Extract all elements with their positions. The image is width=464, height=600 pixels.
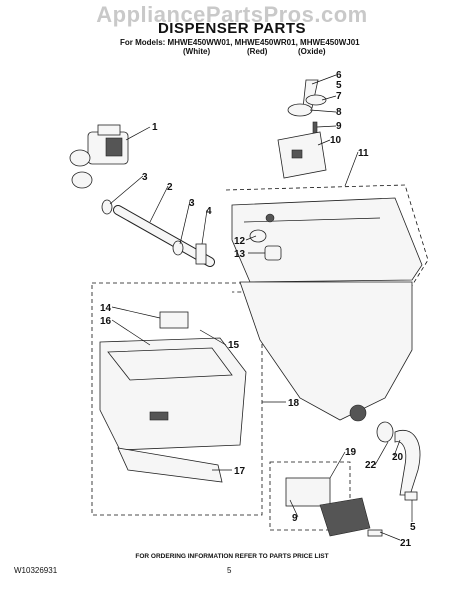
variant-white: (White) bbox=[183, 47, 211, 56]
leader-14 bbox=[111, 306, 161, 319]
variant-red: (Red) bbox=[247, 47, 268, 56]
leader-20 bbox=[393, 439, 401, 457]
leader-3b bbox=[179, 200, 191, 245]
callout-21: 21 bbox=[400, 538, 412, 549]
part-22 bbox=[376, 421, 394, 443]
callout-16: 16 bbox=[100, 316, 112, 327]
leader-11 bbox=[344, 151, 359, 187]
part-5-lower bbox=[404, 491, 418, 501]
callout-9-bottom: 9 bbox=[292, 513, 298, 524]
lever-assembly-parts bbox=[287, 79, 327, 137]
dispenser-top-cover bbox=[231, 197, 423, 283]
callout-14: 14 bbox=[100, 303, 112, 314]
drawer-front-part bbox=[117, 447, 223, 483]
callout-5-top: 5 bbox=[336, 80, 342, 91]
callout-1: 1 bbox=[152, 122, 158, 133]
hose-part bbox=[113, 205, 215, 267]
page-number: 5 bbox=[227, 566, 232, 575]
callout-19: 19 bbox=[345, 447, 357, 458]
page-title: DISPENSER PARTS bbox=[157, 20, 307, 37]
callout-3a: 3 bbox=[142, 172, 148, 183]
models-line: For Models: MHWE450WW01, MHWE450WR01, MH… bbox=[120, 38, 360, 47]
callout-12: 12 bbox=[234, 236, 246, 247]
leader-15 bbox=[199, 329, 227, 346]
callout-13: 13 bbox=[234, 249, 246, 260]
leader-3a bbox=[109, 175, 144, 205]
leader-9b bbox=[289, 499, 299, 518]
callout-2: 2 bbox=[167, 182, 173, 193]
leader-22 bbox=[374, 441, 389, 466]
part-12 bbox=[249, 229, 267, 243]
leader-16 bbox=[111, 319, 151, 346]
lower-parts-group bbox=[285, 477, 383, 537]
water-valve-part bbox=[69, 124, 129, 189]
leader-12 bbox=[245, 235, 257, 241]
leader-10 bbox=[317, 139, 331, 146]
actuator-part bbox=[277, 131, 327, 179]
callout-11: 11 bbox=[358, 148, 369, 159]
document-number: W10326931 bbox=[14, 566, 58, 575]
part-4 bbox=[195, 243, 207, 265]
watermark: AppliancePartsPros.com bbox=[96, 2, 368, 27]
callout-10: 10 bbox=[330, 135, 342, 146]
callout-18: 18 bbox=[288, 398, 300, 409]
callout-9-top: 9 bbox=[336, 121, 342, 132]
clamp-part-3a bbox=[101, 199, 113, 215]
callout-17: 17 bbox=[234, 466, 246, 477]
part-13 bbox=[264, 245, 282, 261]
leader-9 bbox=[316, 125, 337, 128]
dispenser-housing bbox=[239, 281, 413, 422]
leader-2 bbox=[149, 185, 169, 223]
callout-22: 22 bbox=[365, 460, 377, 471]
leader-1 bbox=[125, 126, 151, 141]
callout-5-bottom: 5 bbox=[410, 522, 416, 533]
leader-4 bbox=[201, 209, 208, 245]
callout-7: 7 bbox=[336, 91, 342, 102]
leader-7 bbox=[321, 95, 337, 101]
callout-6: 6 bbox=[336, 70, 342, 81]
callout-15: 15 bbox=[228, 340, 240, 351]
leader-19 bbox=[329, 451, 346, 479]
callout-4: 4 bbox=[206, 206, 212, 217]
callout-3b: 3 bbox=[189, 198, 195, 209]
assembly-outline-18 bbox=[91, 282, 263, 516]
leader-21 bbox=[379, 531, 401, 541]
callout-8: 8 bbox=[336, 107, 342, 118]
leader-6 bbox=[311, 74, 337, 85]
callout-20: 20 bbox=[392, 452, 404, 463]
ordering-info-note: FOR ORDERING INFORMATION REFER TO PARTS … bbox=[135, 553, 329, 560]
dispenser-drawer bbox=[99, 311, 247, 451]
leader-8 bbox=[309, 109, 337, 113]
variant-oxide: (Oxide) bbox=[298, 47, 326, 56]
clamp-part-3b bbox=[172, 240, 184, 256]
